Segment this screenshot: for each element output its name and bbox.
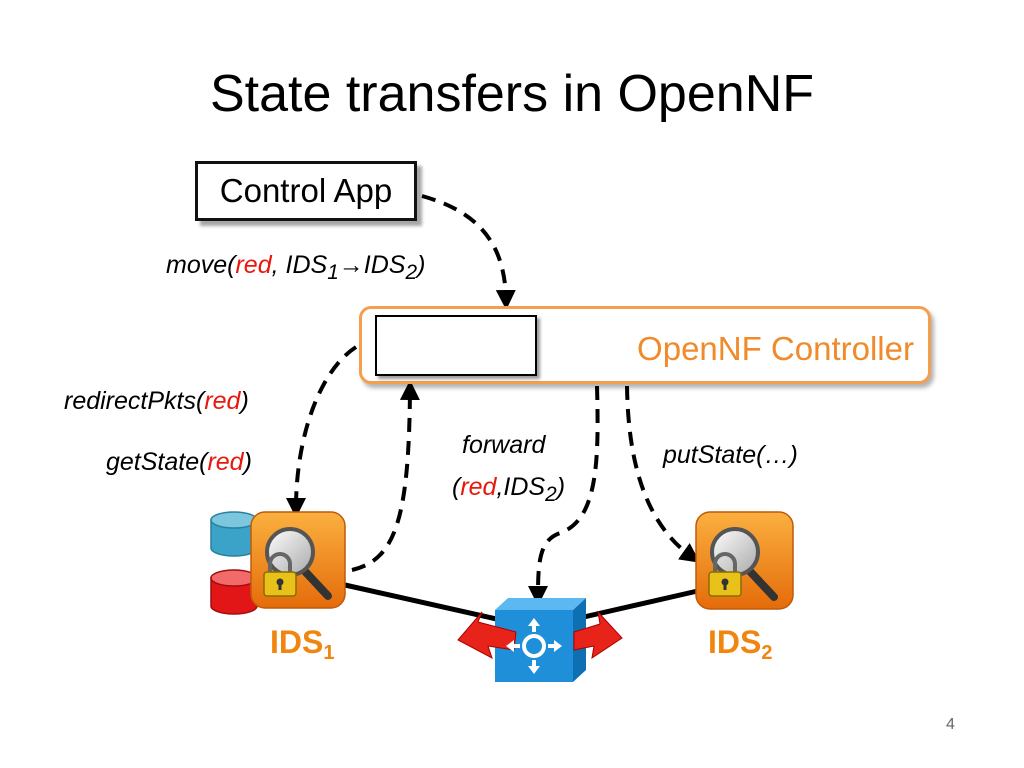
label-redirect-pkts: redirectPkts(red) xyxy=(64,387,249,415)
label-put-state: putState(…) xyxy=(663,441,798,469)
page-number: 4 xyxy=(946,716,955,733)
database-red-icon xyxy=(210,569,258,615)
ids1-label: IDS1 xyxy=(270,624,335,664)
slide-title: State transfers in OpenNF xyxy=(209,65,815,123)
label-forward: forward xyxy=(462,431,546,459)
controller-label: OpenNF Controller xyxy=(637,330,914,367)
link-ids1-switch xyxy=(344,582,511,625)
arrow-move xyxy=(421,194,516,310)
arrow-forward xyxy=(528,385,600,606)
arrow-putstate xyxy=(625,385,701,563)
label-forward-args: (red,IDS2) xyxy=(452,473,566,506)
control-app-box: Control App xyxy=(195,161,417,221)
arrow-redirect-getstate xyxy=(286,345,358,518)
ids2-label: IDS2 xyxy=(708,624,773,664)
controller-inner-box xyxy=(375,315,537,376)
label-get-state: getState(red) xyxy=(106,448,252,476)
label-move: move(red, IDS1→IDS2) xyxy=(166,251,426,284)
